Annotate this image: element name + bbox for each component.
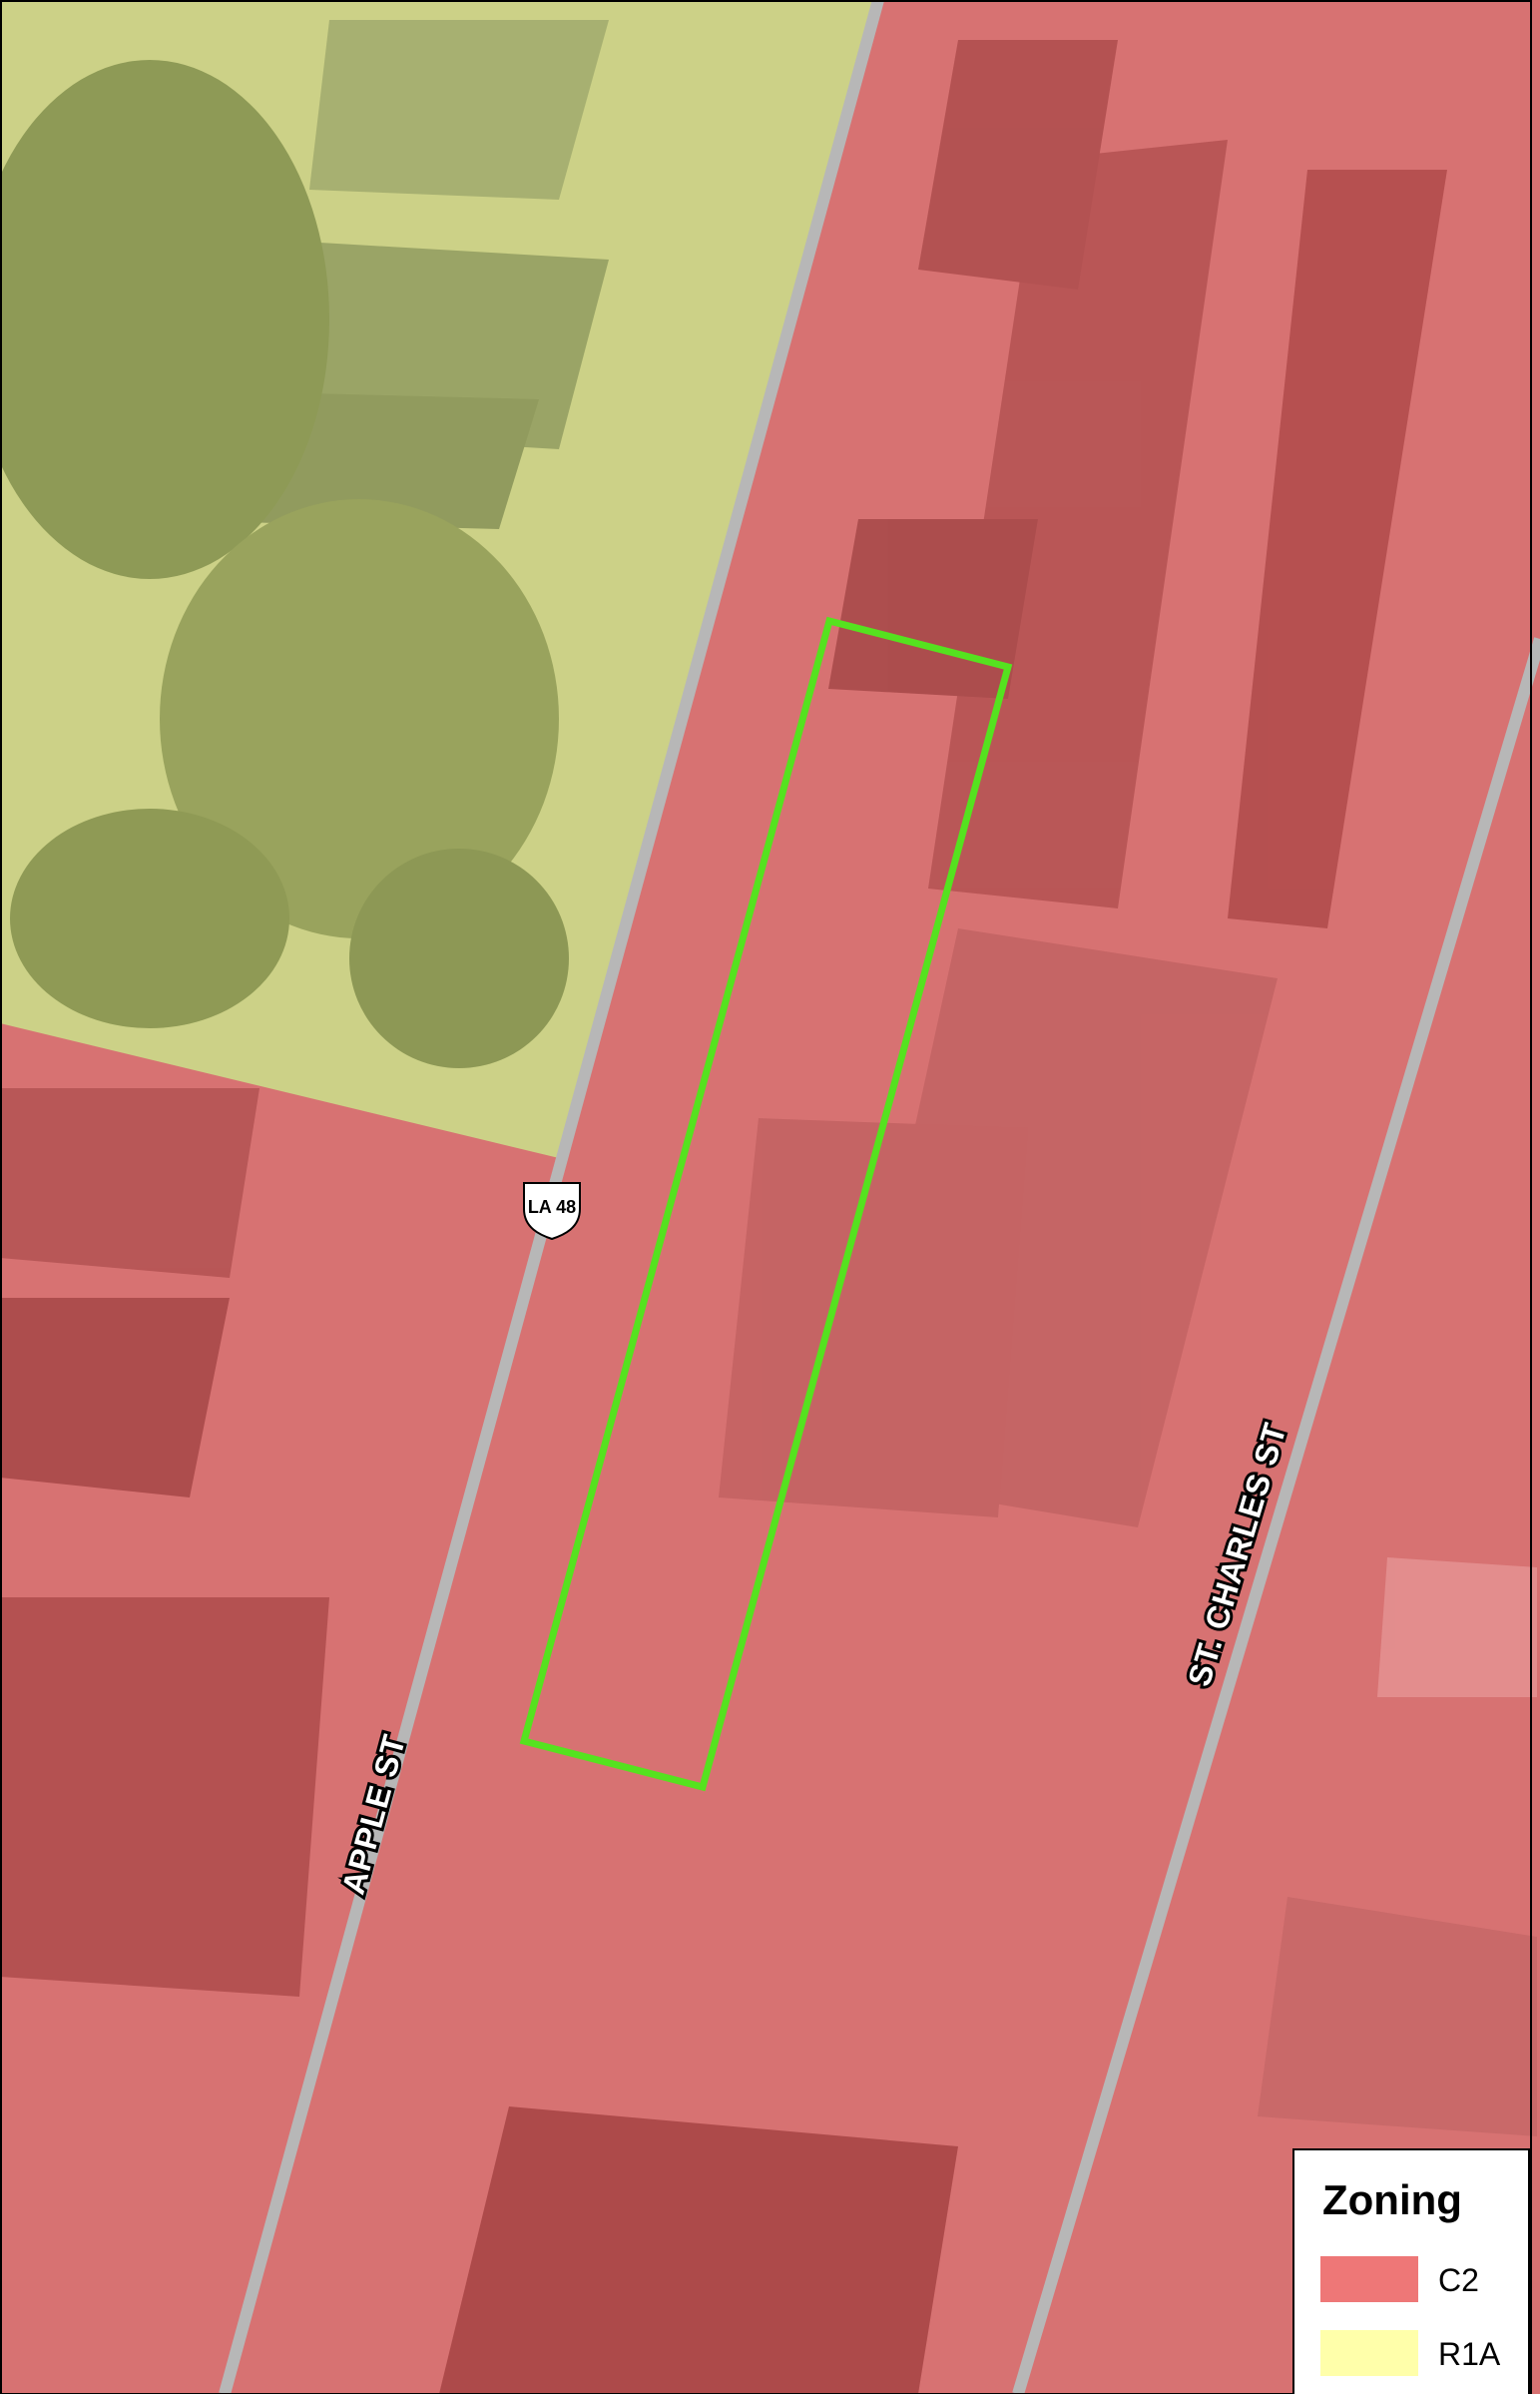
route-shield-la-48: LA 48 [523, 1182, 581, 1241]
legend-swatch-r1a [1320, 2330, 1418, 2376]
st-charles-st-centerline [1012, 637, 1540, 2394]
legend-swatch-c2 [1320, 2256, 1418, 2302]
legend-label-r1a: R1A [1438, 2336, 1501, 2372]
legend-item-c2: C2 [1320, 2256, 1520, 2306]
legend: Zoning C2 R1A [1292, 2148, 1530, 2394]
route-shield-label: LA 48 [528, 1197, 576, 1217]
subject-parcel-outline[interactable] [519, 616, 1013, 1792]
legend-title: Zoning [1322, 2176, 1462, 2223]
aerial-features [0, 40, 1537, 2394]
legend-item-r1a: R1A [1320, 2330, 1520, 2380]
r1a-aerial-features [0, 20, 609, 1068]
legend-label-c2: C2 [1438, 2262, 1479, 2298]
